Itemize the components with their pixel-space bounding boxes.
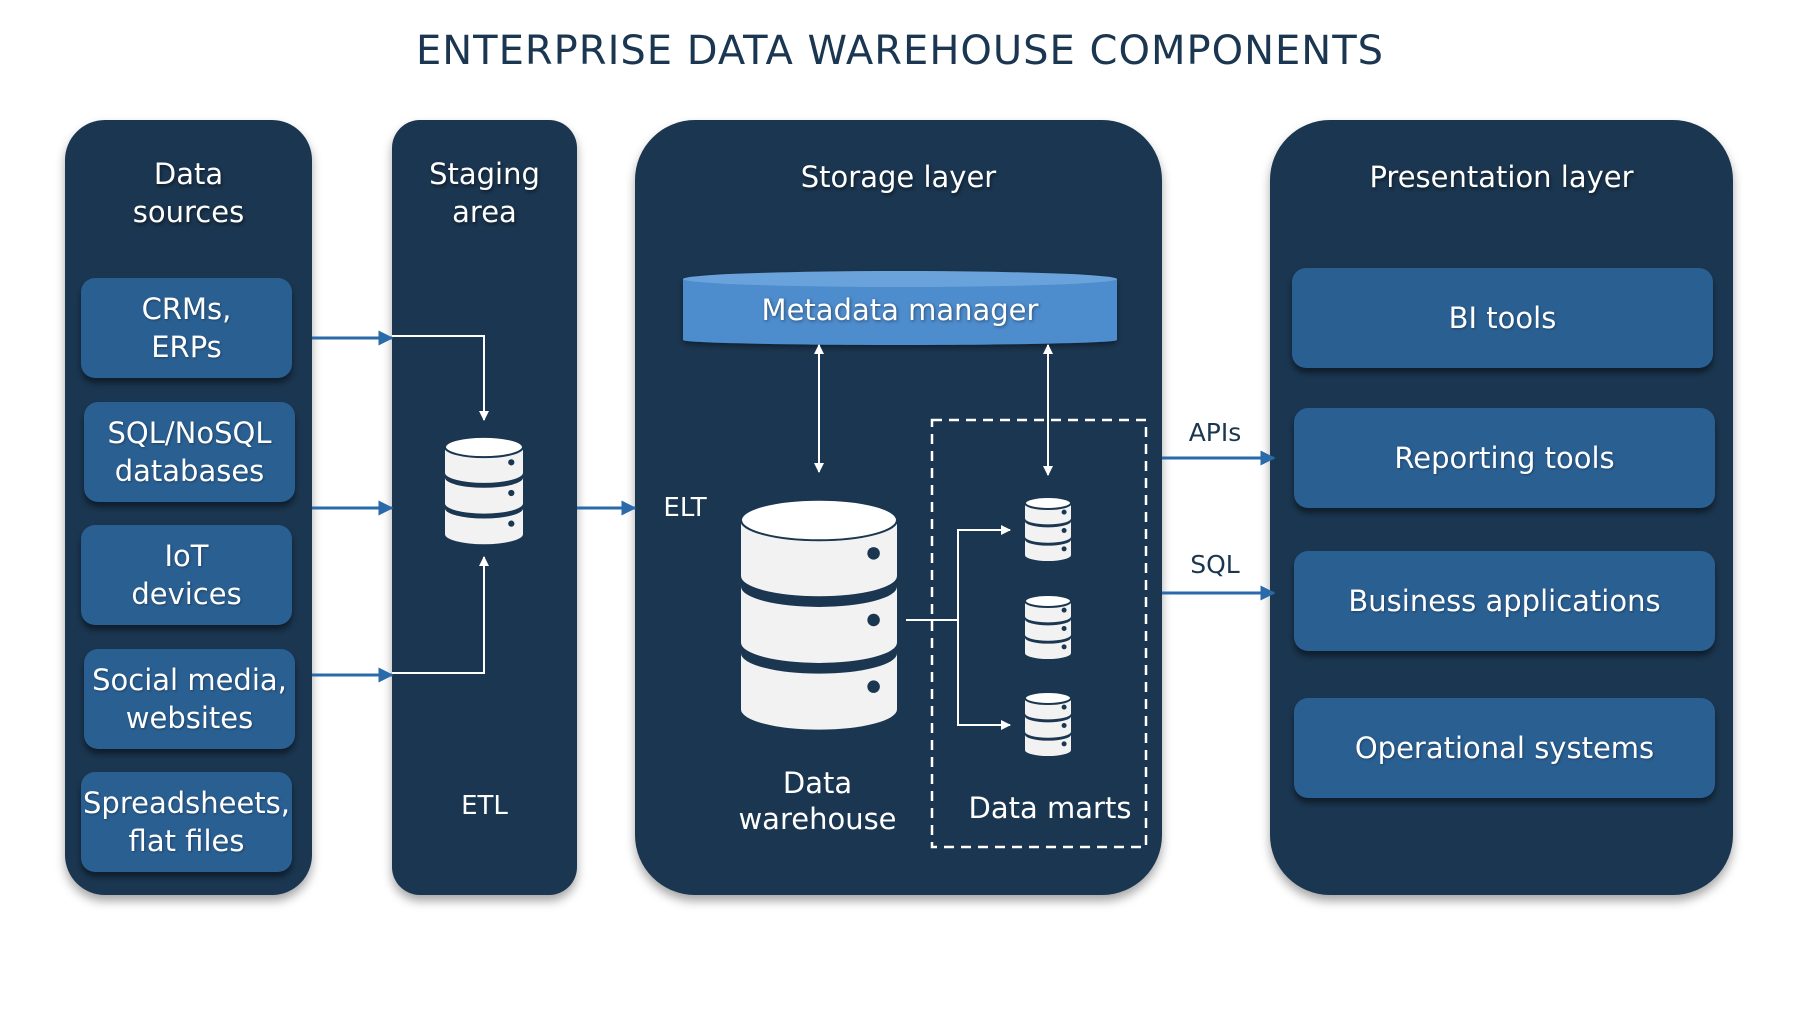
presentation-business-applications: Business applications bbox=[1294, 551, 1715, 651]
data-sources-title: Data sources bbox=[132, 157, 245, 229]
source-iot-devices: IoT devices bbox=[81, 525, 292, 625]
source-crms-erps: CRMs, ERPs bbox=[81, 278, 292, 378]
staging-area-title: Staging area bbox=[429, 157, 540, 229]
presentation-bi-tools: BI tools bbox=[1292, 268, 1713, 368]
data-sources-panel: Data sources bbox=[65, 120, 312, 895]
presentation-reporting-tools: Reporting tools bbox=[1294, 408, 1715, 508]
elt-label: ELT bbox=[663, 493, 707, 523]
data-warehouse-label: Data warehouse bbox=[738, 766, 897, 836]
staging-area-panel: Staging area bbox=[392, 120, 577, 895]
storage-layer-title: Storage layer bbox=[800, 160, 997, 194]
presentation-layer-title: Presentation layer bbox=[1369, 160, 1634, 194]
source-social-media: Social media, websites bbox=[84, 649, 295, 749]
etl-label: ETL bbox=[461, 791, 508, 821]
data-marts-label: Data marts bbox=[968, 791, 1132, 825]
presentation-operational-systems: Operational systems bbox=[1294, 698, 1715, 798]
sql-label: SQL bbox=[1190, 550, 1240, 579]
source-spreadsheets: Spreadsheets, flat files bbox=[81, 772, 292, 872]
apis-label: APIs bbox=[1188, 418, 1242, 447]
source-sql-nosql: SQL/NoSQL databases bbox=[84, 402, 295, 502]
diagram-title: ENTERPRISE DATA WAREHOUSE COMPONENTS bbox=[415, 28, 1385, 74]
metadata-manager-label: Metadata manager bbox=[761, 293, 1039, 327]
